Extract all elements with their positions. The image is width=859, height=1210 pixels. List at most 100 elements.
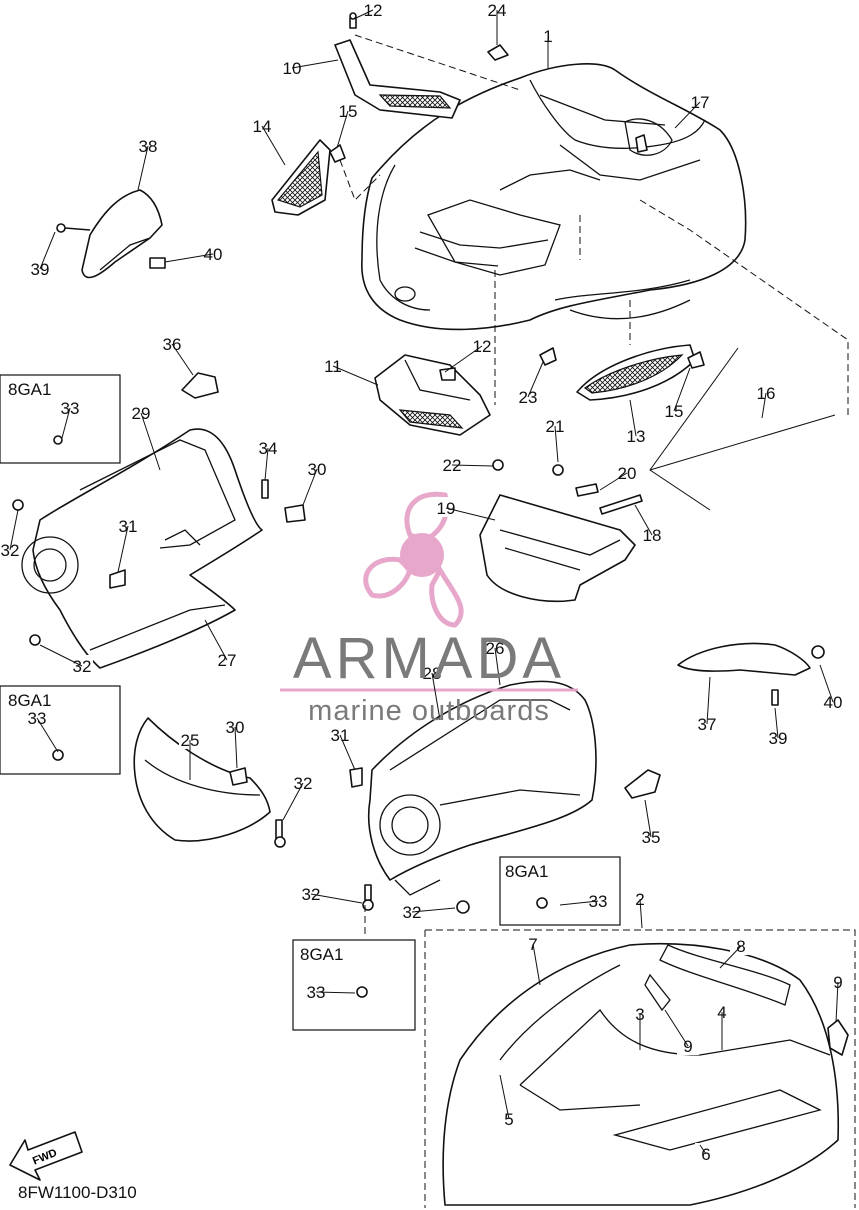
leader-line (527, 361, 544, 398)
callout-background (179, 729, 201, 749)
callout-background (251, 115, 273, 135)
leader-line (336, 110, 349, 149)
callout-background (337, 100, 359, 120)
leader-line (302, 468, 318, 506)
leader-line (39, 231, 56, 270)
part-callout-32: 32 (73, 657, 92, 676)
leader-line (261, 125, 286, 166)
leader-line (315, 991, 356, 994)
leader-line (634, 504, 653, 536)
callout-background (257, 437, 279, 457)
leader-line (282, 782, 304, 821)
part-38-cover (81, 189, 163, 279)
callout-background (730, 935, 752, 955)
leader-line (164, 253, 214, 263)
part-callout-40: 40 (824, 693, 843, 712)
part-callout-9: 9 (683, 1037, 692, 1056)
variant-label: 8GA1 (8, 691, 51, 710)
callout-background (827, 971, 849, 991)
part-callout-39: 39 (31, 260, 50, 279)
leader-line (664, 1009, 689, 1047)
callout-background (629, 888, 651, 908)
leader-line (9, 509, 19, 551)
callout-background (306, 458, 328, 478)
variant-label: 8GA1 (8, 380, 51, 399)
part-callout-18: 18 (643, 526, 662, 545)
callout-background (435, 497, 457, 517)
callout-background (689, 91, 711, 111)
leader-line (234, 726, 238, 769)
variant-label: 8GA1 (505, 862, 548, 881)
part-callout-32: 32 (1, 541, 20, 560)
part-callout-13: 13 (627, 427, 646, 446)
part-36-bracket (181, 372, 219, 399)
leader-line (499, 1074, 510, 1120)
leader-line (559, 900, 599, 906)
leader-line (171, 343, 194, 376)
callout-background (130, 402, 152, 422)
part-callout-32: 32 (403, 903, 422, 922)
callout-background (544, 415, 566, 435)
part-35-bracket (624, 769, 661, 799)
leader-line (819, 664, 834, 703)
part-14-grille (271, 139, 331, 216)
leader-line (310, 893, 363, 904)
callout-background (281, 57, 303, 77)
callout-background (484, 637, 506, 657)
leader-line (61, 407, 71, 439)
callout-background (202, 243, 224, 263)
diagram-code: 8FW1100-D310 (18, 1183, 137, 1202)
part-callout-35: 35 (642, 828, 661, 847)
callout-background (117, 515, 139, 535)
callout-background (537, 25, 559, 45)
leader-line (719, 945, 742, 969)
part-37-cover (677, 642, 811, 676)
part-16-cable-end (649, 414, 836, 471)
leader-line (339, 734, 356, 771)
leader-line (411, 907, 456, 913)
callout-background (677, 1035, 699, 1055)
leader-line (774, 707, 779, 739)
leader-line (699, 1144, 707, 1155)
watermark-tagline: marine outboards (308, 695, 550, 727)
part-callout-39: 39 (769, 729, 788, 748)
fwd-arrow-icon (9, 1131, 83, 1181)
fasteners (12, 12, 825, 998)
leader-line (554, 425, 559, 463)
callout-background (329, 724, 351, 744)
callout-background (421, 662, 443, 682)
leader-line (451, 464, 494, 467)
leader-line (137, 145, 149, 191)
part-callout-6: 6 (701, 1145, 710, 1164)
callout-background (161, 333, 183, 353)
leader-line (532, 943, 541, 986)
part-2-assembly (424, 929, 856, 1208)
leader-line (291, 59, 339, 69)
leader-line (761, 392, 767, 419)
leader-line (140, 412, 161, 471)
leader-line (835, 981, 839, 1023)
leader-line (204, 619, 228, 661)
leader-line (36, 717, 59, 753)
leader-line (445, 507, 496, 521)
callout-background (755, 382, 777, 402)
callout-background (695, 1143, 717, 1163)
callout-background (711, 1001, 733, 1021)
leader-line (599, 472, 628, 491)
leader-line (706, 676, 711, 725)
callout-background (26, 707, 48, 727)
leader-line (355, 9, 374, 19)
part-1-front-cowling (361, 63, 747, 331)
callout-background (401, 901, 423, 921)
part-callout-10: 10 (283, 59, 302, 78)
part-callout-15: 15 (665, 402, 684, 421)
leader-line (444, 345, 483, 373)
part-10-bracket (334, 39, 461, 119)
leader-line (629, 399, 637, 437)
callout-background (522, 933, 544, 953)
callout-background (587, 890, 609, 910)
part-11-duct (374, 354, 491, 436)
assembly-lines (339, 34, 849, 935)
callout-background (322, 355, 344, 375)
